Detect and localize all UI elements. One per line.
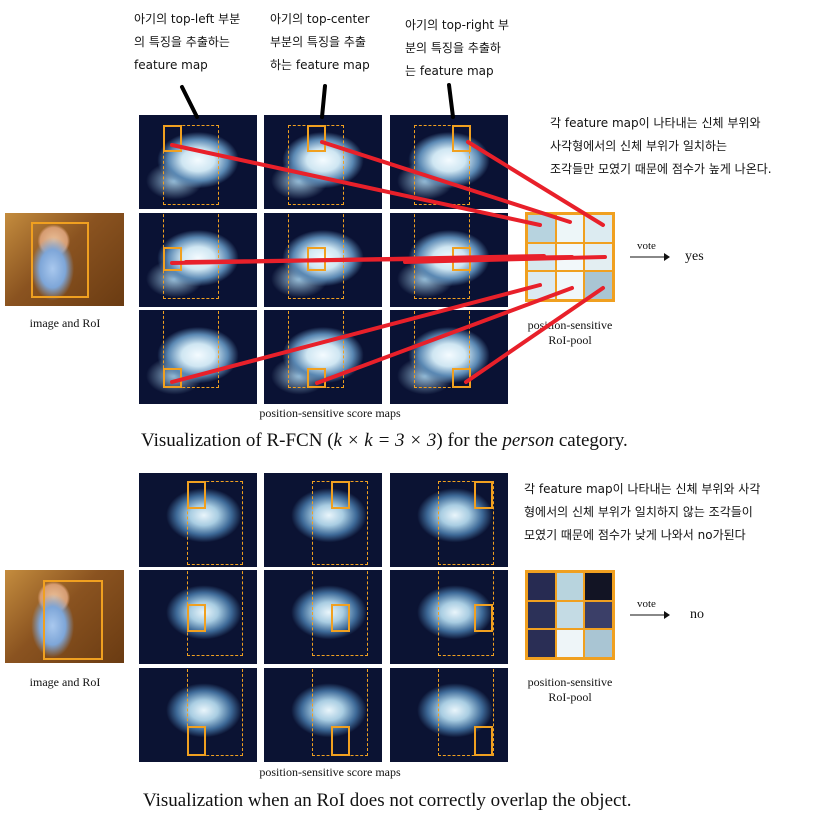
pool-cell	[584, 271, 613, 300]
baby-photo	[5, 213, 124, 306]
highlighted-bin	[187, 604, 206, 632]
annotation-top-right: 아기의 top-right 부 분의 특징을 추출하 는 feature map	[405, 18, 509, 78]
score-map	[139, 473, 257, 567]
pool-cell	[555, 271, 585, 300]
annotation-yes-explanation: 각 feature map이 나타내는 신체 부위와 사각형에서의 신체 부위가…	[550, 116, 772, 176]
vote-arrow-icon	[630, 253, 670, 261]
pointer-stroke	[180, 85, 199, 119]
bottom-caption: Visualization when an RoI does not corre…	[143, 790, 632, 811]
roi-grid	[288, 213, 344, 299]
roi-grid	[438, 668, 494, 756]
vote-result: no	[690, 607, 704, 622]
pool-cell	[555, 214, 585, 243]
score-map	[264, 570, 382, 664]
roi-pool-label: position-sensitive RoI-pool	[527, 675, 613, 704]
correspondence-line	[403, 255, 607, 264]
score-map	[139, 115, 257, 209]
vote-arrow-icon	[630, 611, 670, 619]
roi-grid	[438, 570, 494, 656]
highlighted-bin	[163, 247, 182, 271]
correspondence-line	[315, 286, 574, 385]
correspondence-line	[464, 286, 605, 384]
score-map	[264, 473, 382, 567]
highlighted-bin	[474, 481, 493, 509]
vote-result: yes	[685, 249, 704, 264]
vote-label: vote	[637, 598, 656, 610]
correspondence-line	[170, 283, 542, 384]
baby-photo	[5, 570, 124, 663]
pool-cell	[527, 214, 556, 243]
correspondence-line	[466, 140, 605, 227]
top-caption: Visualization of R-FCN (k × k = 3 × 3) f…	[141, 430, 628, 451]
score-map	[390, 570, 508, 664]
roi-grid	[163, 125, 219, 205]
score-map	[390, 310, 508, 404]
annotation-top-left: 아기의 top-left 부분 의 특징을 추출하는 feature map	[134, 12, 241, 72]
score-maps-label: position-sensitive score maps	[259, 765, 401, 779]
score-map	[390, 115, 508, 209]
roi-grid	[438, 481, 494, 565]
highlighted-bin	[331, 481, 350, 509]
score-map	[390, 473, 508, 567]
roi-box	[43, 580, 103, 660]
pool-cell	[527, 600, 556, 630]
vote-label: vote	[637, 240, 656, 252]
roi-grid	[163, 310, 219, 388]
roi-grid	[187, 668, 243, 756]
score-map	[264, 310, 382, 404]
score-map	[139, 668, 257, 762]
annotation-no-explanation: 각 feature map이 나타내는 신체 부위와 사각 형에서의 신체 부위…	[524, 482, 761, 542]
score-map	[390, 668, 508, 762]
highlighted-bin	[187, 726, 206, 756]
roi-pool-label: position-sensitive RoI-pool	[527, 318, 613, 347]
roi-pool-grid	[525, 570, 615, 660]
roi-grid	[187, 481, 243, 565]
pointer-stroke	[447, 83, 455, 119]
annotation-top-center: 아기의 top-center 부분의 특징을 추출 하는 feature map	[270, 12, 370, 72]
image-label: image and RoI	[29, 675, 101, 689]
score-map	[264, 115, 382, 209]
pool-cell	[555, 572, 585, 601]
pool-cell	[584, 629, 613, 658]
pool-cell	[527, 572, 556, 601]
pool-cell	[584, 600, 613, 630]
highlighted-bin	[474, 726, 493, 756]
highlighted-bin	[331, 726, 350, 756]
pool-cell	[527, 629, 556, 658]
pool-cell	[584, 572, 613, 601]
image-label: image and RoI	[29, 316, 101, 330]
pool-cell	[555, 629, 585, 658]
score-map	[139, 310, 257, 404]
highlighted-bin	[307, 125, 326, 152]
pointer-stroke	[320, 84, 327, 119]
roi-grid	[414, 310, 470, 388]
correspondence-line	[320, 140, 572, 224]
score-map	[139, 570, 257, 664]
highlighted-bin	[331, 604, 350, 632]
score-map	[264, 668, 382, 762]
pool-cell	[555, 600, 585, 630]
score-maps-label: position-sensitive score maps	[259, 406, 401, 420]
pool-cell	[584, 214, 613, 243]
correspondence-line	[170, 143, 542, 227]
highlighted-bin	[474, 604, 493, 632]
highlighted-bin	[163, 125, 182, 152]
highlighted-bin	[187, 481, 206, 509]
highlighted-bin	[452, 125, 471, 152]
roi-grid	[312, 570, 368, 656]
roi-box	[31, 222, 89, 298]
